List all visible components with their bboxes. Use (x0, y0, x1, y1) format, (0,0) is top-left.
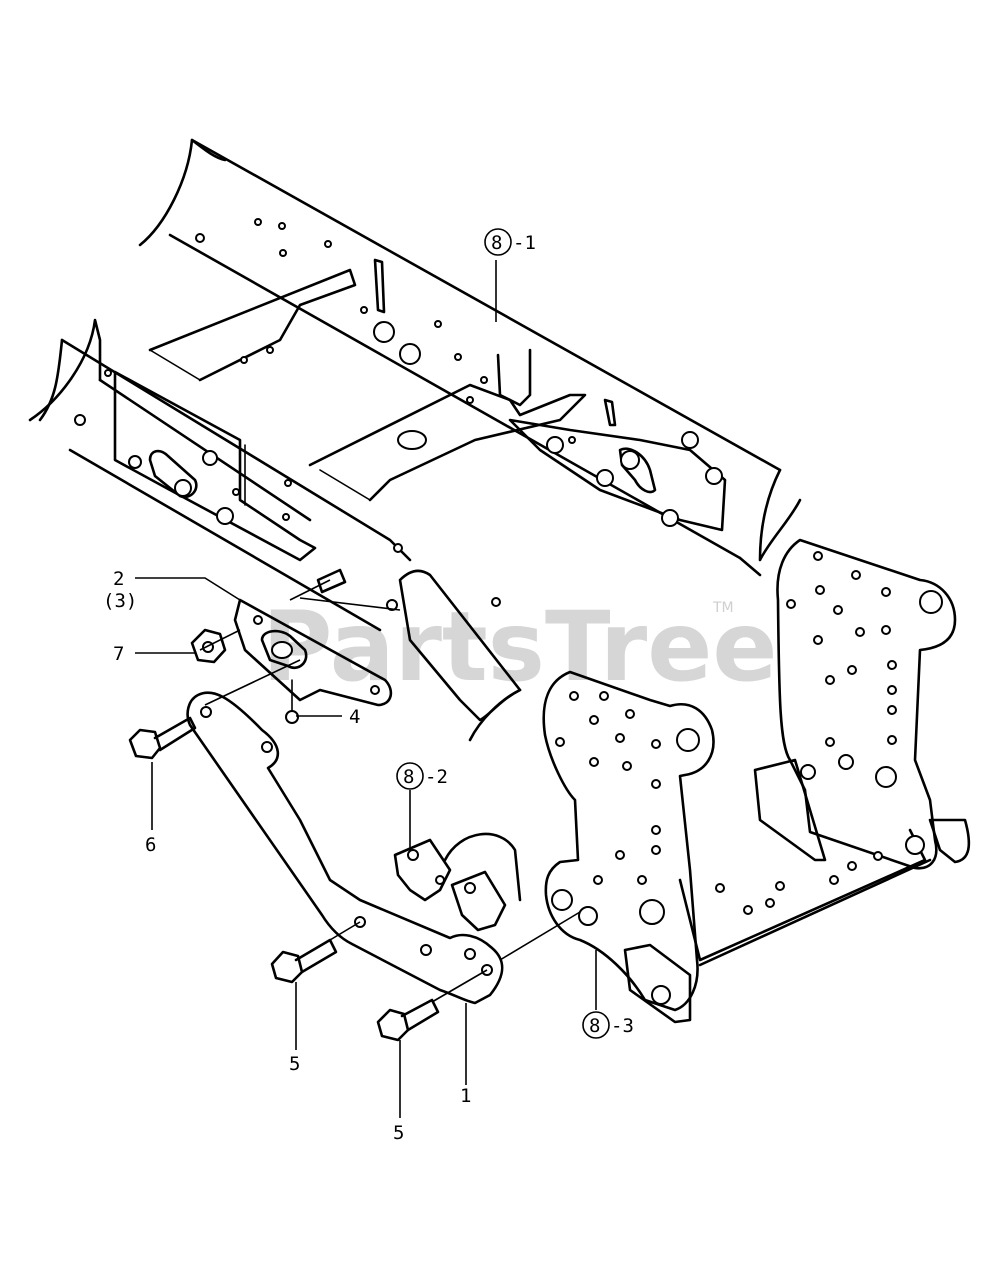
part-8-3-mount (542, 538, 971, 1024)
label-2: 2 (113, 568, 124, 590)
main-frame (28, 138, 802, 742)
bolt-6-icon (128, 716, 197, 760)
alignment-lines (199, 579, 581, 1003)
callout-8-1: 8 -1 (484, 228, 536, 256)
label-1: 1 (460, 1085, 471, 1107)
bolt-5a-icon (270, 938, 338, 984)
label-4: 4 (349, 706, 360, 728)
part-2-plate (233, 568, 393, 724)
svg-text:8: 8 (403, 766, 414, 788)
callout-8-2: 8 -2 (396, 762, 448, 790)
svg-text:-3: -3 (611, 1015, 634, 1037)
part-8-2-bracket (393, 832, 522, 932)
watermark-trademark: TM (712, 600, 734, 616)
watermark: PartsTree (262, 591, 777, 703)
label-5b: 5 (393, 1122, 404, 1144)
bolt-5b-icon (376, 998, 440, 1042)
rail-holes (74, 218, 576, 611)
nut-7-icon (190, 628, 227, 664)
svg-text:-2: -2 (425, 766, 448, 788)
svg-text:8: 8 (589, 1015, 600, 1037)
label-2-qty: (3) (103, 590, 137, 612)
mount-holes (555, 551, 897, 915)
label-7: 7 (113, 643, 124, 665)
label-6: 6 (145, 834, 156, 856)
callout-8-3: 8 -3 (582, 1011, 634, 1039)
label-5a: 5 (289, 1053, 300, 1075)
svg-text:8: 8 (491, 232, 502, 254)
leader-lines (135, 260, 597, 1118)
svg-text:-1: -1 (513, 232, 536, 254)
nut-icon (546, 431, 723, 527)
